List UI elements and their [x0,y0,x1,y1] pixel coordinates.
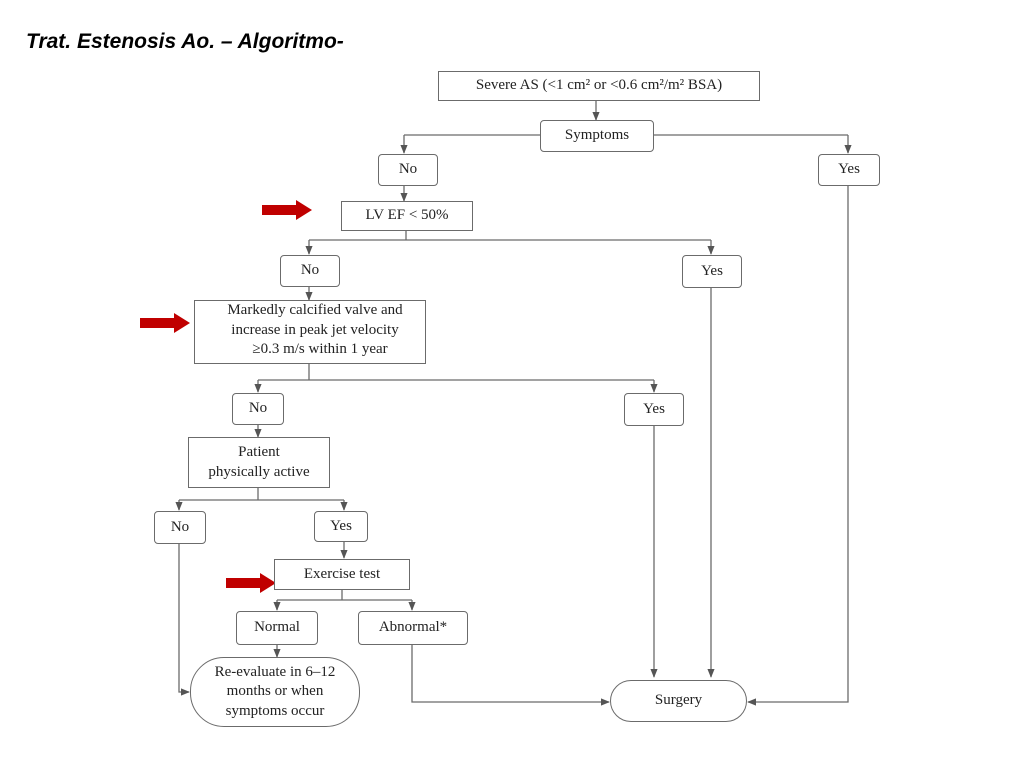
calcified-valve-arrow [140,313,190,333]
severe-as-box: Severe AS (<1 cm² or <0.6 cm²/m² BSA) [438,71,760,101]
patient-line-1: Patient [238,444,280,460]
abnormal-box: Abnormal* [358,611,468,645]
exercise-test-arrow [226,573,276,593]
lv-ef-box: LV EF < 50% [341,201,473,231]
calcified-valve-box: Markedly calcified valve and increase in… [194,300,426,364]
surgery-box: Surgery [610,680,747,722]
exercise-test-box: Exercise test [274,559,410,590]
patient-line-2: physically active [208,463,310,480]
patient-active-box: Patient physically active [188,437,330,488]
reevaluate-line-3: symptoms occur [225,702,325,719]
reevaluate-line-1: Re-evaluate in 6–12 [214,663,336,680]
calcified-line-3: ≥0.3 m/s within 1 year [252,341,388,357]
normal-box: Normal [236,611,318,645]
lv-ef-arrow [262,200,312,220]
calcified-line-2: increase in peak jet velocity [231,321,399,338]
active-no-box: No [154,511,206,544]
symptoms-box: Symptoms [540,120,654,152]
calcified-no-box: No [232,393,284,425]
calcified-line-1: Markedly calcified valve and [227,302,403,318]
reevaluate-box: Re-evaluate in 6–12 months or when sympt… [190,657,360,727]
symptoms-no-box: No [378,154,438,186]
symptoms-yes-box: Yes [818,154,880,186]
slide-title: Trat. Estenosis Ao. – Algoritmo- [26,30,344,53]
reevaluate-line-2: months or when [226,683,324,700]
lv-ef-no-box: No [280,255,340,287]
calcified-yes-box: Yes [624,393,684,426]
active-yes-box: Yes [314,511,368,542]
lv-ef-yes-box: Yes [682,255,742,288]
